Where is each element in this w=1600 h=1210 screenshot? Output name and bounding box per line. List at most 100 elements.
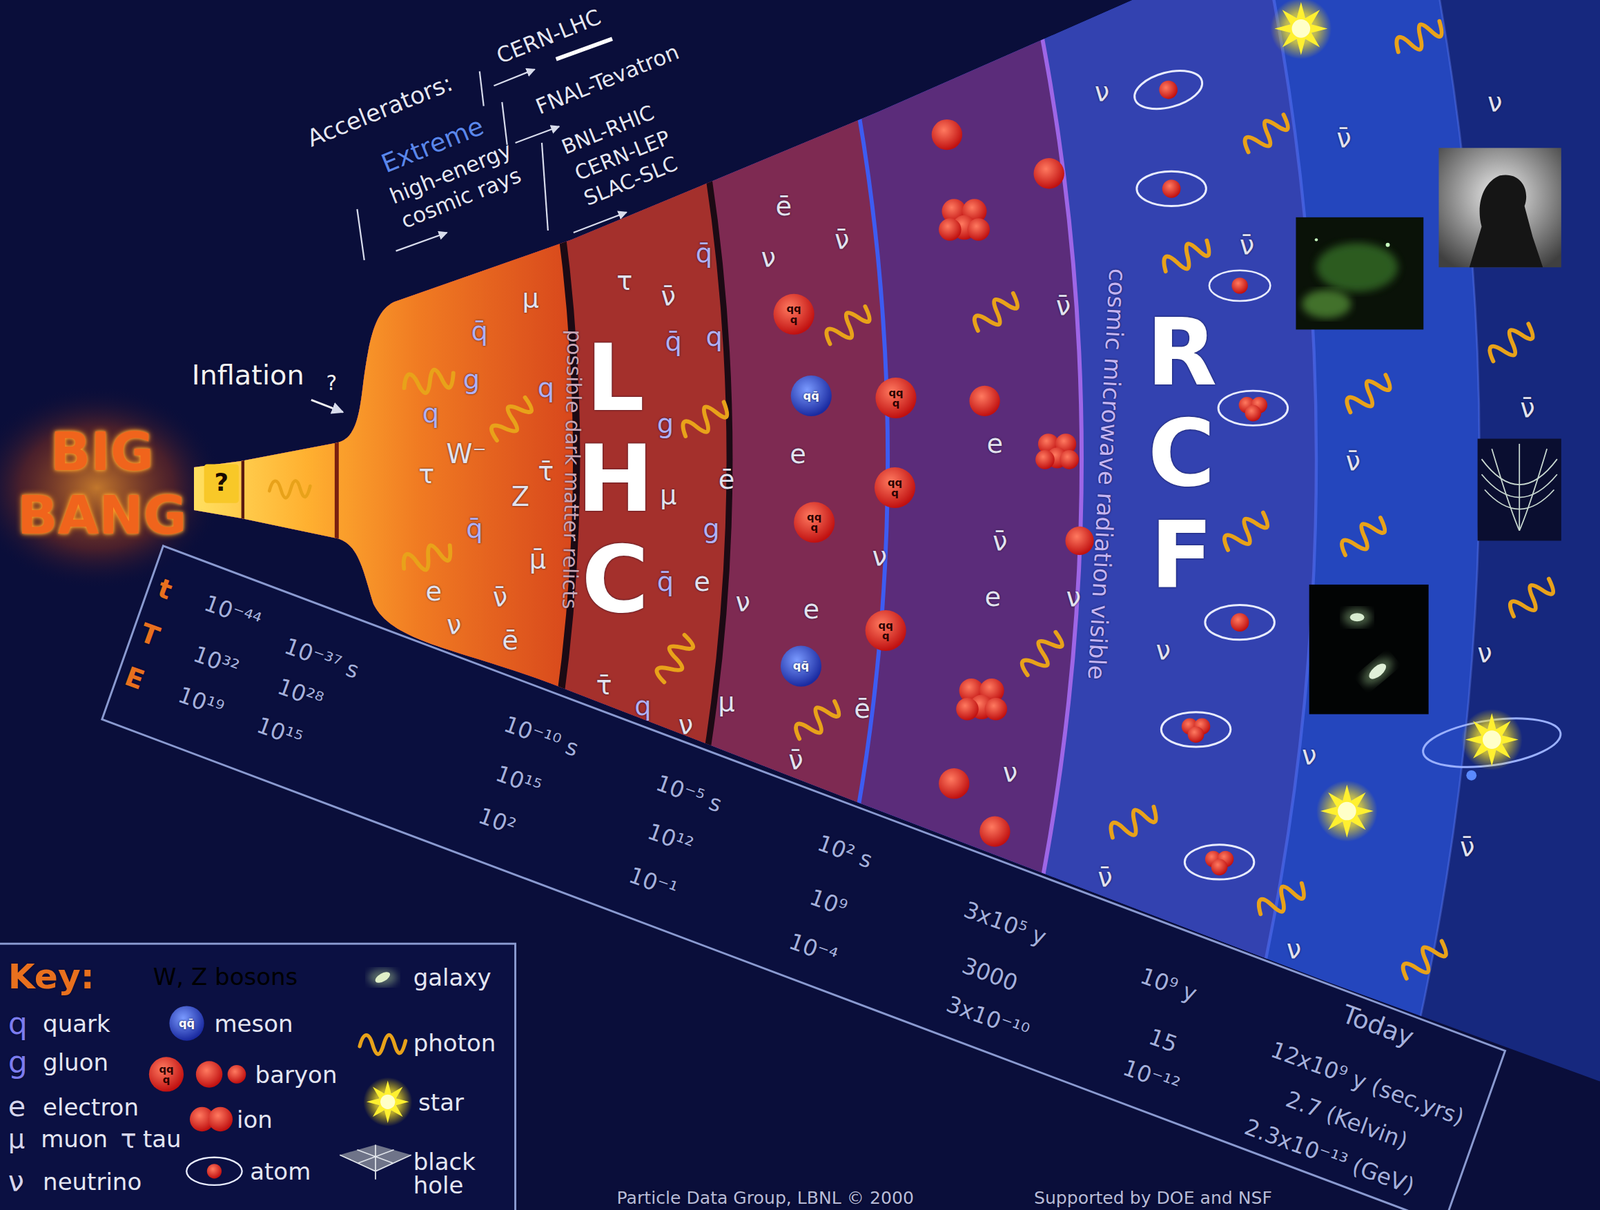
particle-label: ē xyxy=(775,192,793,219)
particle-label: ν xyxy=(1487,89,1502,116)
footer-text: Particle Data Group, LBNL © 2000 xyxy=(617,1189,914,1207)
legend-text: quark xyxy=(42,1011,111,1036)
cone-tip xyxy=(204,464,239,504)
key-box xyxy=(373,969,392,985)
particle-label: e xyxy=(425,578,442,605)
legend-text: electron xyxy=(42,1095,139,1119)
particle-label: qq q xyxy=(883,476,907,499)
timeline-value: 10⁻³⁷ s xyxy=(281,634,362,682)
atoms xyxy=(1184,844,1255,880)
particle-label: W⁻ xyxy=(445,441,486,468)
legend-entry: baryon xyxy=(255,1062,338,1087)
particle-label: g xyxy=(657,410,674,437)
universe-bands xyxy=(0,0,888,1210)
legend-entry: galaxy xyxy=(413,965,492,990)
photons xyxy=(969,287,1023,337)
timeline-value: t xyxy=(154,574,176,604)
atoms xyxy=(1209,270,1271,301)
timeline-value: 10² s xyxy=(814,831,876,872)
legend-text: gluon xyxy=(42,1050,109,1075)
annotation-letters: RCF xyxy=(1135,302,1228,606)
photo-insets xyxy=(1519,448,1547,531)
particle-label: qq q xyxy=(802,511,826,533)
photons xyxy=(1337,512,1391,562)
ions xyxy=(938,198,990,241)
hadrons xyxy=(773,294,815,335)
band-label: cosmic microwave radiation visible xyxy=(1084,268,1130,681)
photo-insets xyxy=(1314,238,1318,241)
particle-label: e xyxy=(984,583,1002,611)
ions xyxy=(1035,433,1079,470)
particle-label: ν̄ xyxy=(1345,447,1361,475)
particle-label: q̄ xyxy=(657,568,674,595)
key-box xyxy=(339,1144,411,1179)
big-bang-label: BANG xyxy=(17,488,187,542)
band-label: possible dark matter relicts xyxy=(559,329,585,609)
accelerator-label: FNAL-Tevatron xyxy=(532,41,682,119)
photo-insets xyxy=(1342,608,1371,627)
accelerator-brackets xyxy=(573,211,627,233)
particle-label: ē xyxy=(501,627,519,654)
accelerator-label: CERN-LHC xyxy=(494,6,605,68)
photo-insets xyxy=(1295,147,1561,714)
hadrons xyxy=(780,646,822,687)
particle-label: ν xyxy=(1286,935,1302,963)
particle-label: q xyxy=(422,399,439,426)
stars xyxy=(1316,780,1378,843)
particle-label: e xyxy=(693,568,711,595)
key-box xyxy=(149,1056,184,1092)
key-box xyxy=(0,943,516,1210)
particle-label: e xyxy=(789,441,807,468)
photons xyxy=(1342,369,1396,419)
timeline-value: 15 xyxy=(1145,1025,1181,1057)
timeline-value: 10⁻⁵ s xyxy=(652,771,725,816)
key-symbol: qq q xyxy=(155,1063,179,1086)
legend-text: meson xyxy=(213,1011,293,1036)
stars xyxy=(1270,0,1565,842)
legend-entry: meson xyxy=(213,1011,293,1036)
particle-label: ν̄ xyxy=(834,226,850,253)
ions xyxy=(979,815,1010,847)
particle-label: ē xyxy=(853,695,871,723)
key-box xyxy=(368,969,397,986)
legend-text: muon xyxy=(40,1127,108,1151)
ions xyxy=(938,768,970,799)
legend-text: galaxy xyxy=(413,965,492,990)
photons xyxy=(1106,800,1162,845)
atoms xyxy=(1136,171,1207,206)
photo-insets xyxy=(1491,448,1520,531)
particle-label: τ xyxy=(418,461,435,488)
particle-label: τ̄ xyxy=(537,458,554,485)
photons xyxy=(399,15,1559,985)
particle-label: q̄ xyxy=(664,328,682,355)
photo-insets xyxy=(1477,438,1562,542)
universe-bands xyxy=(241,448,245,531)
timeline-value: 10¹⁵ xyxy=(492,762,545,800)
particle-label: ν̄ xyxy=(1239,231,1255,259)
hadrons xyxy=(875,377,916,419)
timeline-value: 10¹² xyxy=(644,820,697,858)
atoms xyxy=(1161,712,1231,747)
timeline-value: 10¹⁹ xyxy=(175,683,228,721)
legend-entry: ion xyxy=(236,1107,273,1132)
ions xyxy=(955,678,1008,721)
photons xyxy=(791,696,845,746)
particle-label: τ xyxy=(616,267,633,294)
legend-text: ion xyxy=(236,1107,273,1132)
photons xyxy=(1018,628,1068,682)
timeline-value: 3x10⁵ y xyxy=(960,898,1050,949)
hadrons xyxy=(773,294,917,687)
legend-text: neutrino xyxy=(42,1169,142,1194)
timeline-value: 10³² xyxy=(190,642,243,680)
particle-label: ν̄ xyxy=(1336,124,1351,151)
key-symbol: μ xyxy=(8,1125,25,1153)
key-box xyxy=(186,1157,242,1186)
key-box xyxy=(363,1077,413,1127)
particle-label: qq̄ xyxy=(803,389,820,402)
timeline-value: 10⁻¹⁰ s xyxy=(500,713,581,761)
particle-label: ν xyxy=(872,542,887,569)
stars xyxy=(1461,708,1523,771)
key-symbol: qq̄ xyxy=(178,1018,195,1030)
accelerator-brackets xyxy=(311,399,344,413)
